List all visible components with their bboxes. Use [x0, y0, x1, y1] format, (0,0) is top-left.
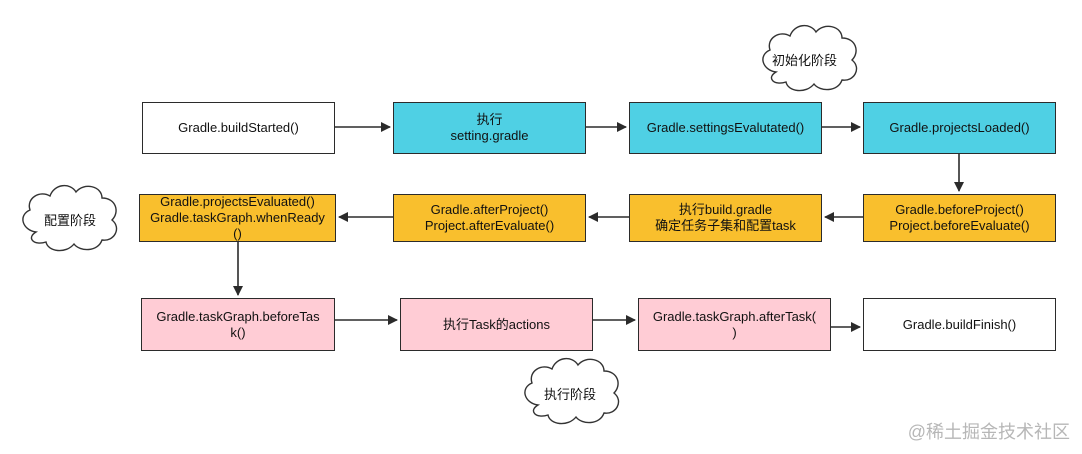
node-line: Gradle.buildFinish(): [902, 316, 1017, 332]
node-after-project: Gradle.afterProject() Project.afterEvalu…: [393, 194, 586, 242]
node-line: k(): [230, 324, 246, 340]
watermark: @稀土掘金技术社区: [907, 422, 1070, 442]
node-build-finish: Gradle.buildFinish(): [863, 298, 1056, 351]
node-before-task: Gradle.taskGraph.beforeTas k(): [141, 298, 335, 351]
node-build-started: Gradle.buildStarted(): [142, 102, 335, 154]
node-line: Gradle.beforeProject(): [895, 202, 1024, 217]
node-line: Project.beforeEvaluate(): [889, 218, 1030, 233]
node-projects-loaded: Gradle.projectsLoaded(): [863, 102, 1056, 154]
node-line: 确定任务子集和配置task: [655, 218, 796, 233]
node-line: Gradle.afterProject(): [430, 202, 549, 217]
node-line: (): [233, 226, 242, 241]
node-line: Gradle.projectsEvaluated(): [160, 194, 315, 209]
node-projects-evaluated: Gradle.projectsEvaluated() Gradle.taskGr…: [139, 194, 336, 242]
node-line: Gradle.projectsLoaded(): [889, 120, 1030, 135]
cloud-exec-shape: [524, 358, 620, 425]
node-exec-task-actions: 执行Task的actions: [400, 298, 593, 351]
node-line: 执行Task的actions: [443, 316, 550, 332]
node-line: Gradle.taskGraph.afterTask(: [652, 308, 817, 324]
node-line: Gradle.taskGraph.beforeTas: [156, 308, 320, 324]
cloud-label-init: 初始化阶段: [772, 53, 838, 68]
cloud-init-shape: [762, 25, 858, 92]
node-before-project: Gradle.beforeProject() Project.beforeEva…: [863, 194, 1056, 242]
node-line: Gradle.settingsEvalutated(): [646, 120, 805, 135]
cloud-label-config: 配置阶段: [44, 213, 97, 228]
cloud-config-shape: [22, 185, 118, 252]
node-exec-build-gradle: 执行build.gradle 确定任务子集和配置task: [629, 194, 822, 242]
node-line: 执行: [476, 112, 503, 127]
node-line: 执行build.gradle: [678, 202, 773, 217]
node-line: Project.afterEvaluate(): [424, 218, 555, 233]
node-settings-evaluated: Gradle.settingsEvalutated(): [629, 102, 822, 154]
node-line: Gradle.taskGraph.whenReady: [150, 210, 325, 225]
node-exec-setting-gradle: 执行 setting.gradle: [393, 102, 586, 154]
node-after-task: Gradle.taskGraph.afterTask( ): [638, 298, 831, 351]
node-line: ): [732, 324, 737, 340]
cloud-label-exec: 执行阶段: [544, 387, 597, 402]
node-line: Gradle.buildStarted(): [178, 120, 299, 135]
node-line: setting.gradle: [450, 128, 529, 143]
